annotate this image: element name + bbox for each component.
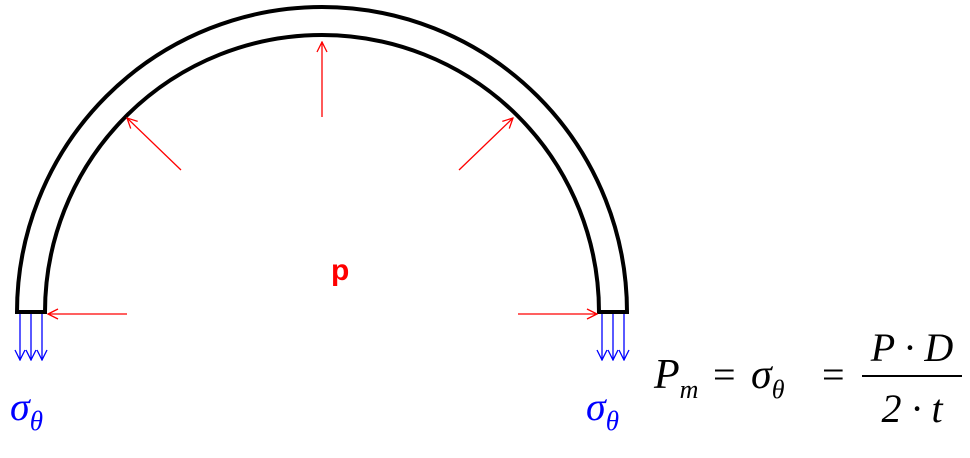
formula-equals-2: = [822,352,845,397]
formula-lhs: Pm [653,352,698,404]
formula-lhs-symbol: P [653,352,680,398]
pressure-arrow-upper-right [458,118,513,171]
stress-label-left-sigma: σ [10,384,31,429]
formula-sigma: σθ [751,352,785,404]
formula-numerator: P · D [870,325,954,370]
stress-label-left-subscript: θ [30,406,43,436]
stress-label-left: σθ [10,384,43,436]
pressure-arrow-upper-left [127,118,182,171]
formula-sigma-subscript: θ [772,375,785,404]
stress-label-right-subscript: θ [606,406,619,436]
formula-equals-1: = [713,352,736,397]
pressure-label: p [331,254,349,287]
stress-label-right: σθ [586,384,619,436]
shell-wall [14,5,630,314]
formula-lhs-subscript: m [680,375,699,404]
hoop-stress-formula: Pm = σθ = P · D 2 · t [653,325,962,431]
formula-denominator: 2 · t [881,386,943,431]
formula-sigma-symbol: σ [751,352,774,398]
stress-label-right-sigma: σ [586,384,607,429]
